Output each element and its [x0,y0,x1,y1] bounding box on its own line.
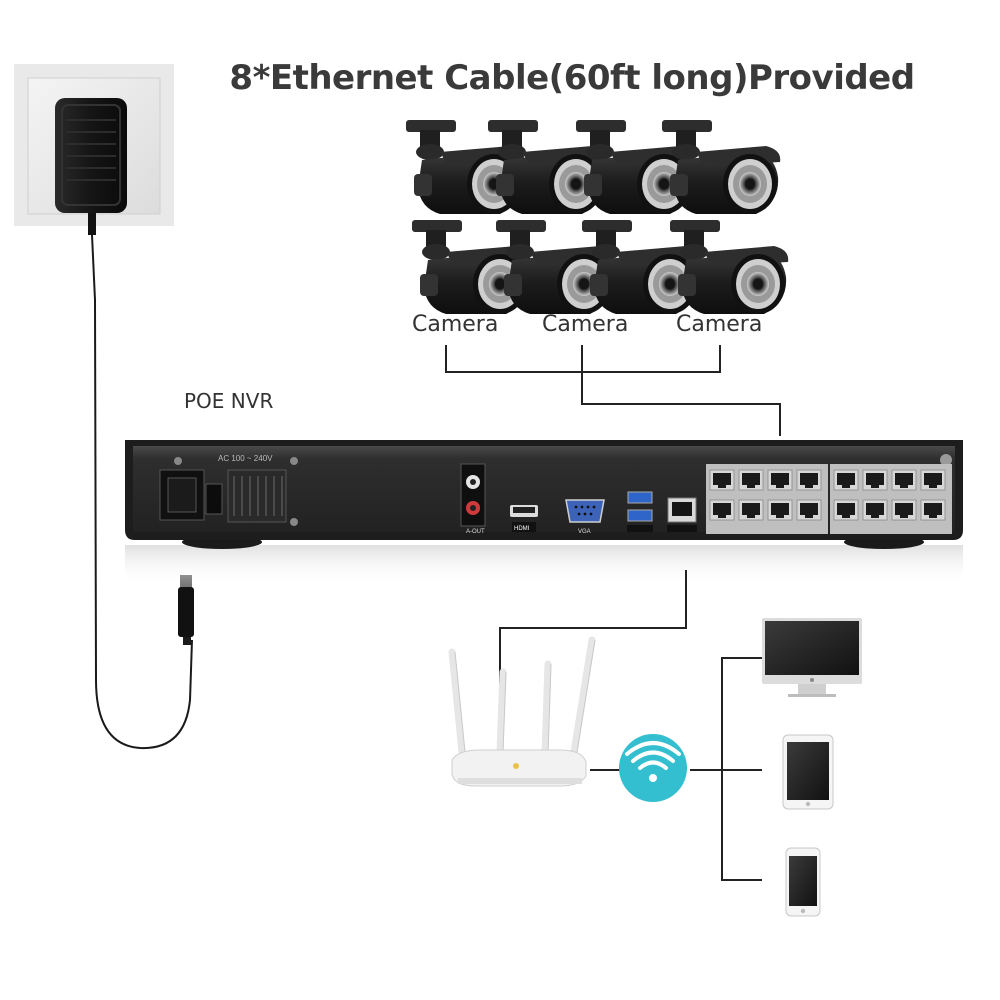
tablet-icon [783,735,833,809]
camera-cable-lines [446,345,780,436]
power-rating-label: AC 100 ~ 240V [218,454,273,463]
monitor-icon [762,618,862,697]
wifi-router [452,640,595,786]
network-cable-lines [500,570,762,880]
nvr-device: AC 100 ~ 240V A-OUT [125,440,963,585]
audio-out-label: A-OUT [466,529,485,535]
wifi-icon [619,734,687,802]
phone-icon [786,848,820,916]
dc-plug [178,575,194,645]
vga-label: VGA [578,529,591,535]
hdmi-label: HDMI [514,526,530,532]
camera-array [406,120,788,314]
